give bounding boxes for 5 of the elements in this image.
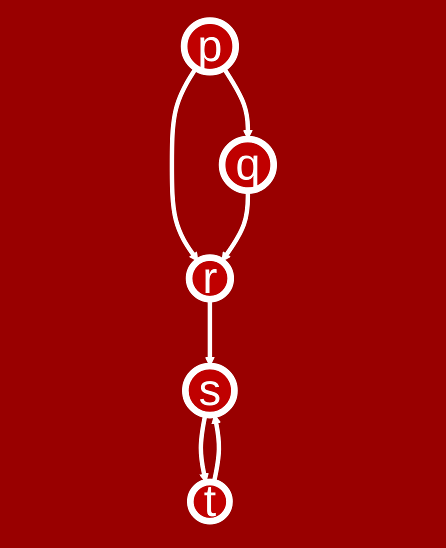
node-circle: t: [187, 478, 234, 525]
node-circle: s: [182, 362, 238, 418]
node-circle: q: [218, 136, 278, 194]
node-circle: r: [186, 254, 234, 303]
node-circle: p: [180, 17, 240, 76]
